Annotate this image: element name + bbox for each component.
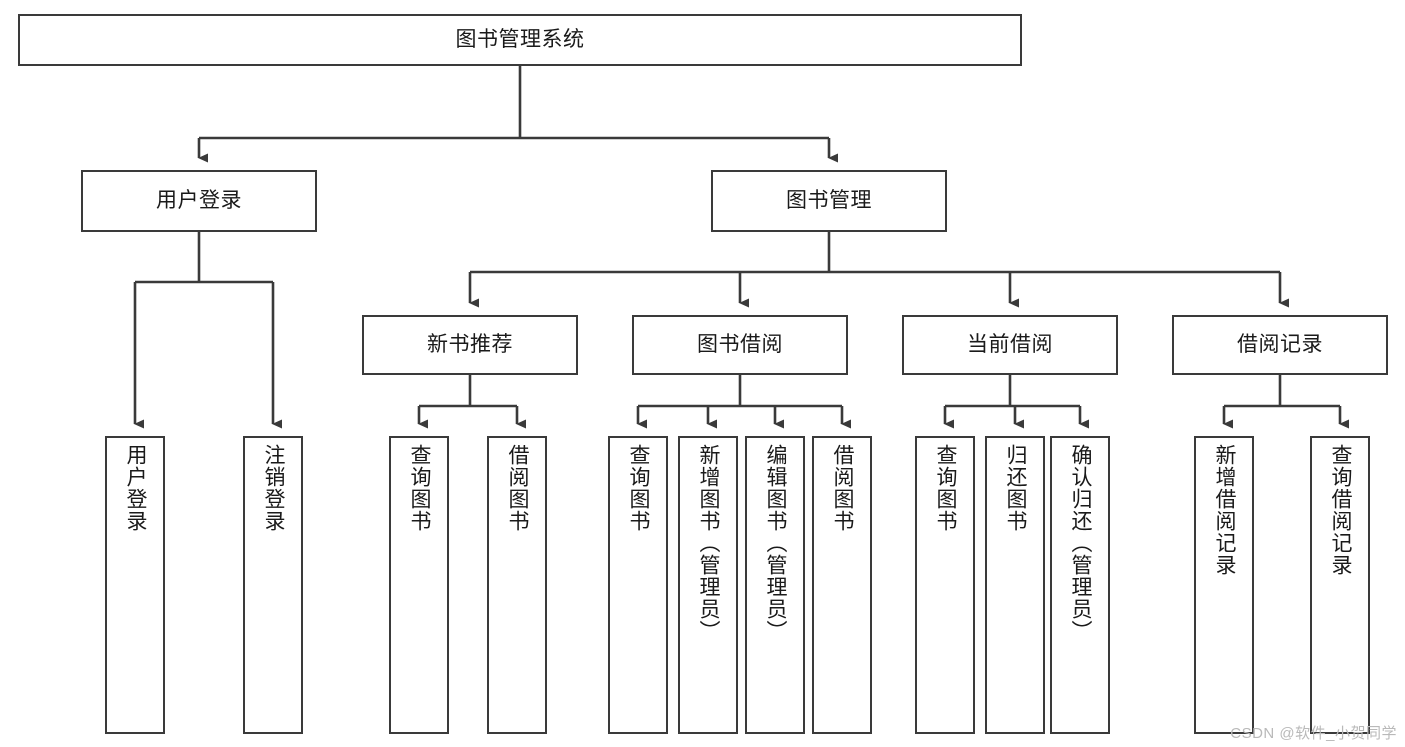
leaf-borrow-book-label: 借阅图书 (831, 444, 855, 532)
node-new-book-recommend[interactable]: 新书推荐 (362, 315, 578, 375)
node-new-book-recommend-label: 新书推荐 (427, 332, 513, 356)
node-root-label: 图书管理系统 (455, 27, 585, 51)
leaf-return-book-label: 归还图书 (1004, 444, 1028, 532)
leaf-add-book-label: 新增图书（管理员） (697, 444, 721, 642)
node-borrow-record[interactable]: 借阅记录 (1172, 315, 1388, 375)
csdn-watermark: CSDN @软件_小贺同学 (1230, 725, 1397, 742)
leaf-query-borrow-record-label: 查询借阅记录 (1329, 444, 1353, 576)
node-current-borrow-label: 当前借阅 (967, 332, 1053, 356)
leaf-borrow-book-recommend-label: 借阅图书 (506, 444, 530, 532)
leaf-user-login-label: 用户登录 (124, 444, 148, 532)
leaf-borrow-book[interactable]: 借阅图书 (812, 436, 872, 734)
leaf-add-borrow-record-label: 新增借阅记录 (1213, 444, 1237, 576)
leaf-edit-book-label: 编辑图书（管理员） (764, 444, 788, 642)
node-book-borrow-label: 图书借阅 (697, 332, 783, 356)
leaf-add-borrow-record[interactable]: 新增借阅记录 (1194, 436, 1254, 734)
leaf-query-book-current-label: 查询图书 (934, 444, 958, 532)
leaf-borrow-book-recommend[interactable]: 借阅图书 (487, 436, 547, 734)
leaf-return-book[interactable]: 归还图书 (985, 436, 1045, 734)
node-book-manage[interactable]: 图书管理 (711, 170, 947, 232)
leaf-confirm-return[interactable]: 确认归还（管理员） (1050, 436, 1110, 734)
leaf-add-book[interactable]: 新增图书（管理员） (678, 436, 738, 734)
leaf-confirm-return-label: 确认归还（管理员） (1069, 444, 1093, 642)
leaf-query-book-borrow[interactable]: 查询图书 (608, 436, 668, 734)
leaf-query-book-current[interactable]: 查询图书 (915, 436, 975, 734)
node-root[interactable]: 图书管理系统 (18, 14, 1022, 66)
leaf-query-book-recommend-label: 查询图书 (408, 444, 432, 532)
node-user-login[interactable]: 用户登录 (81, 170, 317, 232)
node-current-borrow[interactable]: 当前借阅 (902, 315, 1118, 375)
node-book-borrow[interactable]: 图书借阅 (632, 315, 848, 375)
node-user-login-label: 用户登录 (156, 188, 242, 212)
node-book-manage-label: 图书管理 (786, 188, 872, 212)
node-borrow-record-label: 借阅记录 (1237, 332, 1323, 356)
leaf-query-borrow-record[interactable]: 查询借阅记录 (1310, 436, 1370, 734)
leaf-query-book-recommend[interactable]: 查询图书 (389, 436, 449, 734)
leaf-logout[interactable]: 注销登录 (243, 436, 303, 734)
leaf-edit-book[interactable]: 编辑图书（管理员） (745, 436, 805, 734)
leaf-logout-label: 注销登录 (262, 444, 286, 532)
leaf-query-book-borrow-label: 查询图书 (627, 444, 651, 532)
leaf-user-login[interactable]: 用户登录 (105, 436, 165, 734)
